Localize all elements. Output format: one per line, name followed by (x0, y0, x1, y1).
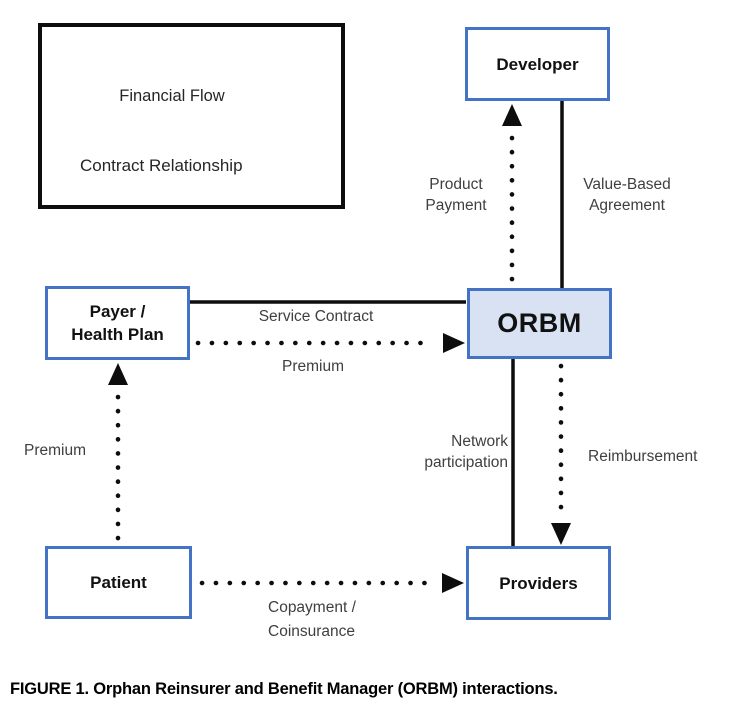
service-contract-label: Service Contract (258, 308, 374, 325)
reimbursement-arrowhead-icon (551, 523, 571, 545)
premium-payer-orbm-arrowhead-icon (443, 333, 465, 353)
figure-caption: FIGURE 1. Orphan Reinsurer and Benefit M… (10, 680, 558, 698)
copayment-arrowhead-icon (442, 573, 464, 593)
reimbursement-label: Reimbursement (588, 448, 698, 465)
node-developer: Developer (465, 27, 610, 101)
node-developer-label: Developer (496, 54, 579, 74)
node-payer-health-plan: Payer /Health Plan (45, 286, 190, 360)
premium-patient-payer-arrowhead-icon (108, 363, 128, 385)
node-patient-label: Patient (90, 573, 147, 592)
copayment-coinsurance-label: Copayment /Coinsurance (268, 599, 356, 640)
legend-financial-flow-label: Financial Flow (119, 87, 225, 105)
legend-contract-relationship-label: Contract Relationship (80, 156, 243, 175)
premium-payer-orbm-label: Premium (281, 358, 345, 375)
legend-box (38, 23, 345, 209)
node-providers: Providers (466, 546, 611, 620)
product-payment-arrowhead-icon (502, 104, 522, 126)
node-orbm-label: ORBM (497, 308, 582, 338)
premium-patient-payer-label: Premium (24, 442, 87, 459)
node-providers-label: Providers (499, 573, 578, 593)
node-orbm: ORBM (467, 288, 612, 359)
node-payer-label: Payer /Health Plan (71, 302, 164, 344)
node-patient: Patient (45, 546, 192, 619)
